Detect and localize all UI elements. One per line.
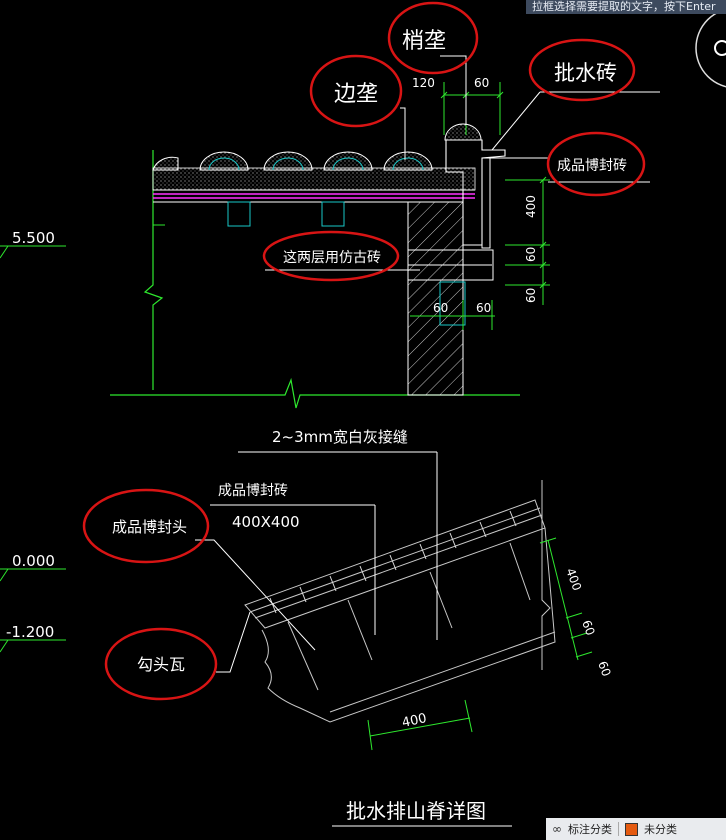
roof-tiles [152,123,482,171]
leader-lines [195,55,660,827]
svg-text:成品博封头: 成品博封头 [112,518,187,536]
rafters [227,201,345,227]
elev-low: -1.200 [6,623,54,641]
left-break-line [143,150,164,390]
svg-text:梢垄: 梢垄 [402,29,446,54]
roof-mortar-band [152,167,476,191]
elev-mid: 0.000 [12,552,55,570]
svg-text:批水砖: 批水砖 [554,61,617,85]
callout-cheng-pin-bo-feng-tou: 成品博封头 [82,488,210,564]
dim-60-slope-vertical-2: 60 [595,659,613,678]
dim-400-slope-vertical: 400 [563,566,584,592]
svg-text:勾头瓦: 勾头瓦 [137,655,185,674]
dim-60-vertical-1: 60 [524,247,538,262]
lower-dimensions [367,537,593,751]
dim-400-slope-horizontal: 400 [401,711,428,731]
ground-line [110,377,520,409]
callout-shao-zuo: 梢垄 [387,1,479,75]
elev-top: 5.500 [12,229,55,247]
dim-120: 120 [412,76,435,90]
status-bar: ∞ 标注分类 未分类 [546,818,726,840]
sloped-detail [244,480,556,723]
selection-tooltip: 拉框选择需要提取的文字，按下Enter [526,0,726,14]
gable-wall [407,201,464,396]
dim-400-vertical: 400 [524,195,538,218]
callout-cheng-pin-bo-feng-zhuan: 成品博封砖 [546,131,646,197]
label-category-text[interactable]: 标注分类 [568,823,612,836]
svg-text:成品博封砖: 成品博封砖 [557,157,627,174]
callout-zhe-liang-ceng: 这两层用仿古砖 [262,230,400,282]
link-icon[interactable]: ∞ [552,822,562,836]
dim-60-top: 60 [474,76,489,90]
drawing-text: 5.500 0.000 -1.200 120 60 400 60 60 60 6… [6,76,614,823]
callout-rings: 梢垄 边垄 批水砖 成品博封砖 这两层用仿古砖 成品博封头 勾头瓦 [82,1,646,701]
ridge-tiles [269,510,517,614]
svg-text:边垄: 边垄 [334,82,378,107]
upper-section-detail [110,123,548,409]
svg-text:这两层用仿古砖: 这两层用仿古砖 [283,249,381,266]
dim-60-slope-vertical-1: 60 [579,618,597,637]
category-color-swatch[interactable] [625,822,638,836]
dim-60-mid-a: 60 [433,301,448,315]
elevation-marks [0,245,66,653]
note-brick-name: 成品博封砖 [218,482,288,499]
callout-bian-zuo: 边垄 [309,54,403,128]
upper-dimensions [410,82,550,330]
tooltip-text: 拉框选择需要提取的文字，按下Enter [532,0,716,13]
viewcube-fragment[interactable] [695,8,726,88]
dim-60-mid-b: 60 [476,301,491,315]
uncategorized-text[interactable]: 未分类 [644,823,677,836]
drawing-title: 批水排山脊详图 [346,799,486,823]
callout-pi-shui-zhuan: 批水砖 [528,38,636,102]
callout-gou-tou-wa: 勾头瓦 [104,627,218,701]
note-brick-size: 400X400 [232,513,300,531]
note-joint: 2~3mm宽白灰接缝 [272,428,408,446]
divider [618,822,619,836]
dim-60-vertical-2: 60 [524,288,538,303]
